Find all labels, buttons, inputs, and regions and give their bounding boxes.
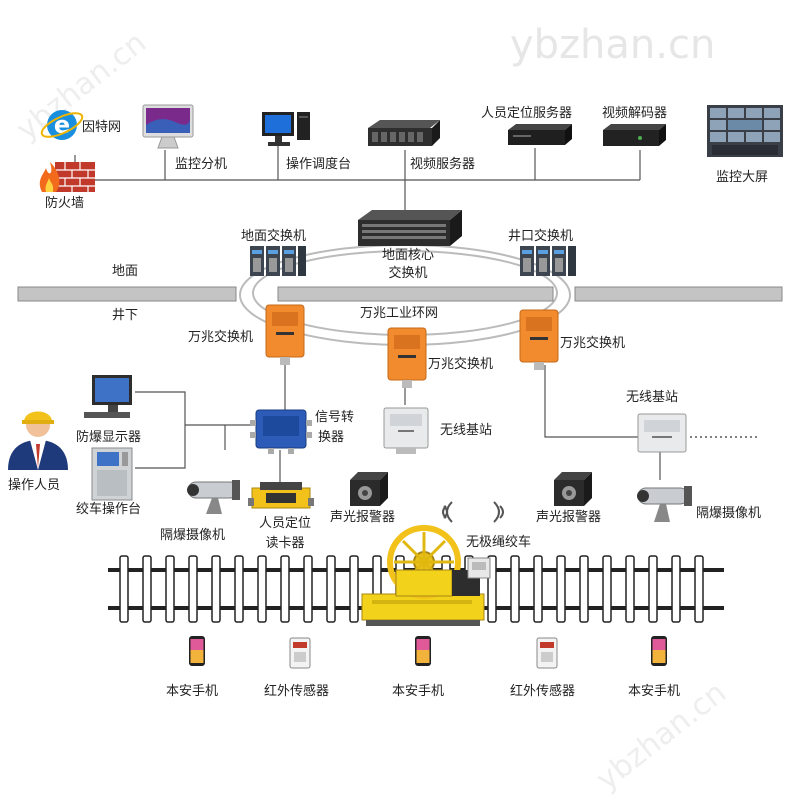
explosion-display-icon — [84, 375, 132, 418]
railway-tie — [119, 555, 129, 623]
label-operator: 操作人员 — [8, 478, 61, 493]
label-firewall: 防火墙 — [45, 196, 85, 211]
firewall-icon — [39, 162, 95, 192]
label-core-switch-1: 地面核心 — [381, 248, 434, 263]
shaft-switch-icon — [520, 246, 576, 276]
railway-tie — [234, 555, 244, 623]
personnel-server-icon — [508, 124, 572, 145]
railway-tie — [349, 555, 359, 623]
ir-sensor-1-icon — [289, 637, 311, 669]
label-ground-switch: 地面交换机 — [241, 229, 307, 244]
phone-2-icon — [415, 636, 431, 666]
video-server-icon — [368, 120, 440, 146]
railway-tie — [648, 555, 658, 623]
label-ring-network: 万兆工业环网 — [360, 306, 439, 321]
railway-tie — [326, 555, 336, 623]
railway-tie — [303, 555, 313, 623]
label-winch-car: 无极绳绞车 — [466, 535, 532, 550]
monitor-pc-icon — [142, 104, 194, 149]
label-phone-2: 本安手机 — [392, 684, 445, 699]
label-video-decoder: 视频解码器 — [602, 106, 668, 121]
label-alarm-left: 声光报警器 — [330, 510, 396, 525]
wireless-signal-left-icon — [442, 501, 453, 523]
orange-switch-left-icon — [265, 304, 305, 365]
label-wireless-station-center: 无线基站 — [440, 423, 493, 438]
ir-sensor-2-icon — [536, 637, 558, 669]
label-personnel-server: 人员定位服务器 — [481, 106, 573, 121]
wireless-station-right-icon — [637, 413, 687, 453]
label-internet: 因特网 — [82, 120, 122, 135]
connection-lines — [74, 145, 661, 485]
phone-3-icon — [651, 636, 667, 666]
label-ground: 地面 — [112, 264, 139, 279]
label-camera-left: 隔爆摄像机 — [160, 528, 226, 543]
watermark-top-right: ybzhan.cn — [510, 22, 716, 68]
railway-tie — [142, 555, 152, 623]
alarm-left-icon — [350, 472, 388, 506]
railway-tie — [694, 555, 704, 623]
core-switch-icon — [358, 210, 462, 246]
internet-icon: e — [40, 110, 84, 140]
railway-tie — [579, 555, 589, 623]
phone-1-icon — [189, 636, 205, 666]
label-alarm-right: 声光报警器 — [536, 510, 602, 525]
railway-tie — [510, 555, 520, 623]
label-core-switch-2: 交换机 — [388, 266, 428, 281]
label-dispatch-console: 操作调度台 — [286, 157, 352, 172]
label-ir-sensor-1: 红外传感器 — [264, 684, 330, 699]
label-camera-right: 隔爆摄像机 — [696, 506, 762, 521]
label-shaft-switch: 井口交换机 — [508, 229, 574, 244]
label-card-reader-1: 人员定位 — [258, 516, 311, 531]
railway-tie — [257, 555, 267, 623]
label-phone-1: 本安手机 — [166, 684, 219, 699]
railway-tie — [280, 555, 290, 623]
signal-converter-icon — [250, 409, 312, 454]
label-monitor-pc: 监控分机 — [175, 157, 228, 172]
railway-tie — [625, 555, 635, 623]
winch-console-icon — [91, 447, 133, 501]
railway-tie — [556, 555, 566, 623]
operator-icon — [8, 411, 68, 470]
label-switch-right: 万兆交换机 — [560, 336, 626, 351]
railway-tie — [533, 555, 543, 623]
label-signal-converter-2: 换器 — [318, 430, 345, 445]
railway-tie — [165, 555, 175, 623]
label-wireless-station-right: 无线基站 — [626, 390, 679, 405]
label-video-server: 视频服务器 — [410, 157, 476, 172]
label-phone-3: 本安手机 — [628, 684, 681, 699]
alarm-right-icon — [554, 472, 592, 506]
wireless-signal-right-icon — [493, 501, 504, 523]
ground-switch-icon — [250, 246, 306, 276]
winch-car-icon — [361, 525, 491, 626]
label-big-screen: 监控大屏 — [716, 170, 769, 185]
label-switch-left: 万兆交换机 — [188, 330, 254, 345]
label-winch-console: 绞车操作台 — [76, 502, 142, 517]
label-signal-converter-1: 信号转 — [315, 410, 355, 425]
label-card-reader-2: 读卡器 — [265, 536, 305, 551]
railway-tie — [188, 555, 198, 623]
wireless-station-center-icon — [383, 407, 429, 454]
dispatch-console-icon — [262, 112, 310, 146]
label-explosion-display: 防爆显示器 — [76, 430, 142, 445]
railway-tie — [602, 555, 612, 623]
railway-tie — [211, 555, 221, 623]
railway-tie — [671, 555, 681, 623]
card-reader-icon — [248, 482, 314, 509]
orange-switch-center-icon — [387, 327, 427, 388]
label-underground: 井下 — [112, 308, 139, 323]
ground-bar — [17, 286, 783, 302]
label-ir-sensor-2: 红外传感器 — [510, 684, 576, 699]
label-switch-center: 万兆交换机 — [428, 357, 494, 372]
camera-left-icon — [187, 480, 240, 514]
orange-switch-right-icon — [519, 309, 559, 370]
video-decoder-icon — [603, 124, 666, 146]
big-screen-icon — [707, 105, 783, 157]
camera-right-icon — [637, 486, 692, 522]
